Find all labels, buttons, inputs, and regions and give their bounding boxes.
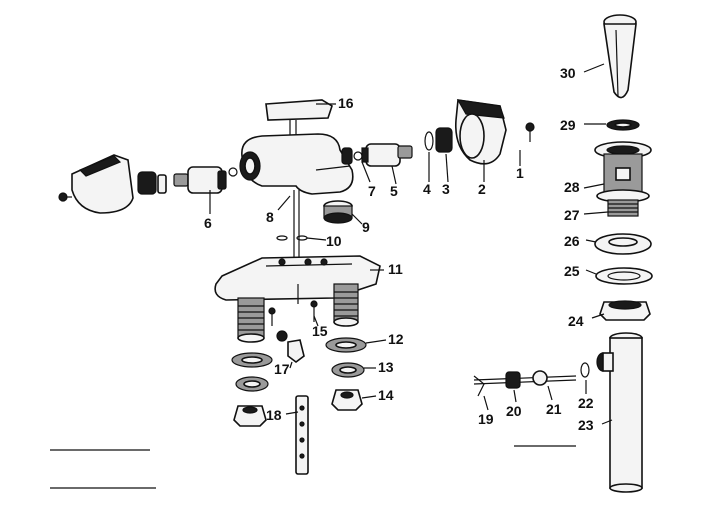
part-label-8: 8	[266, 209, 274, 225]
part-label-20: 20	[506, 403, 522, 419]
drain-washer	[594, 233, 652, 255]
pivot-rod-assembly	[473, 370, 577, 397]
part-label-26: 26	[564, 233, 580, 249]
left-handle	[71, 154, 134, 214]
faucet-body	[239, 133, 354, 195]
part-label-18: 18	[266, 407, 282, 423]
leader-12	[365, 339, 387, 344]
friction-washer	[595, 267, 653, 285]
part-label-28: 28	[564, 179, 580, 195]
right-handle-screw	[525, 122, 535, 142]
part-label-13: 13	[378, 359, 394, 375]
part-label-11: 11	[388, 261, 403, 277]
leader-5	[391, 165, 397, 185]
right-valve-stem	[361, 143, 413, 167]
lift-rod	[295, 395, 309, 475]
part-label-16: 16	[338, 95, 354, 111]
small-washers	[276, 235, 327, 241]
tailpiece	[596, 332, 643, 493]
part-label-1: 1	[516, 165, 524, 181]
part-label-15: 15	[312, 323, 328, 339]
part-label-22: 22	[578, 395, 594, 411]
leader-20	[513, 389, 517, 403]
part-label-7: 7	[368, 183, 376, 199]
part-label-14: 14	[378, 387, 394, 403]
right-shank	[333, 283, 359, 327]
leader-19	[483, 395, 489, 411]
small-screw	[268, 307, 276, 326]
left-handle-screw	[58, 192, 72, 202]
left-mounting-nut	[233, 405, 267, 427]
spout-handle	[265, 99, 333, 138]
pop-up-stopper	[603, 14, 637, 99]
leader-14	[361, 395, 377, 399]
right-inlet-ring	[341, 147, 363, 165]
part-label-19: 19	[478, 411, 494, 427]
leader-3	[445, 153, 449, 183]
o-ring	[424, 131, 434, 151]
part-label-4: 4	[423, 181, 431, 197]
part-label-6: 6	[204, 215, 212, 231]
right-handle	[454, 99, 507, 165]
part-label-9: 9	[362, 219, 370, 235]
drain-body	[596, 153, 650, 203]
lift-rod-clip	[276, 330, 305, 363]
right-gasket	[325, 337, 367, 353]
pivot-nut-washer	[580, 362, 590, 378]
leader-18	[285, 411, 299, 415]
leader-8	[277, 195, 291, 211]
right-bonnet-nut	[435, 127, 453, 153]
leader-30	[583, 63, 605, 73]
part-label-21: 21	[546, 401, 562, 417]
left-bonnet-nut	[137, 171, 167, 195]
part-label-10: 10	[326, 233, 342, 249]
part-label-25: 25	[564, 263, 580, 279]
mounting-screw	[310, 300, 319, 327]
leader-25	[585, 269, 597, 275]
leader-23	[601, 419, 613, 425]
leader-26	[585, 239, 597, 243]
leader-17	[289, 361, 293, 369]
part-label-3: 3	[442, 181, 450, 197]
left-valve-stem	[173, 166, 238, 194]
part-label-2: 2	[478, 181, 486, 197]
part-label-17: 17	[274, 361, 290, 377]
right-mounting-nut	[331, 389, 363, 411]
part-label-29: 29	[560, 117, 576, 133]
leader-28	[583, 183, 605, 189]
right-coupling-nut	[331, 362, 365, 378]
leader-7	[361, 161, 371, 183]
stopper-ring	[606, 119, 640, 131]
body-stem	[293, 190, 300, 268]
part-label-27: 27	[564, 207, 580, 223]
leader-27	[583, 211, 609, 215]
left-shank	[237, 297, 265, 343]
part-label-30: 30	[560, 65, 576, 81]
left-coupling-nut	[235, 376, 269, 392]
aerator	[323, 200, 353, 224]
drain-locknut	[599, 300, 651, 321]
leader-21	[547, 385, 553, 401]
drain-thread	[607, 199, 639, 217]
part-label-5: 5	[390, 183, 398, 199]
leader-24	[591, 313, 605, 319]
left-gasket	[231, 352, 273, 368]
part-label-12: 12	[388, 331, 404, 347]
leader-9	[351, 213, 363, 225]
part-label-24: 24	[568, 313, 584, 329]
part-label-23: 23	[578, 417, 594, 433]
